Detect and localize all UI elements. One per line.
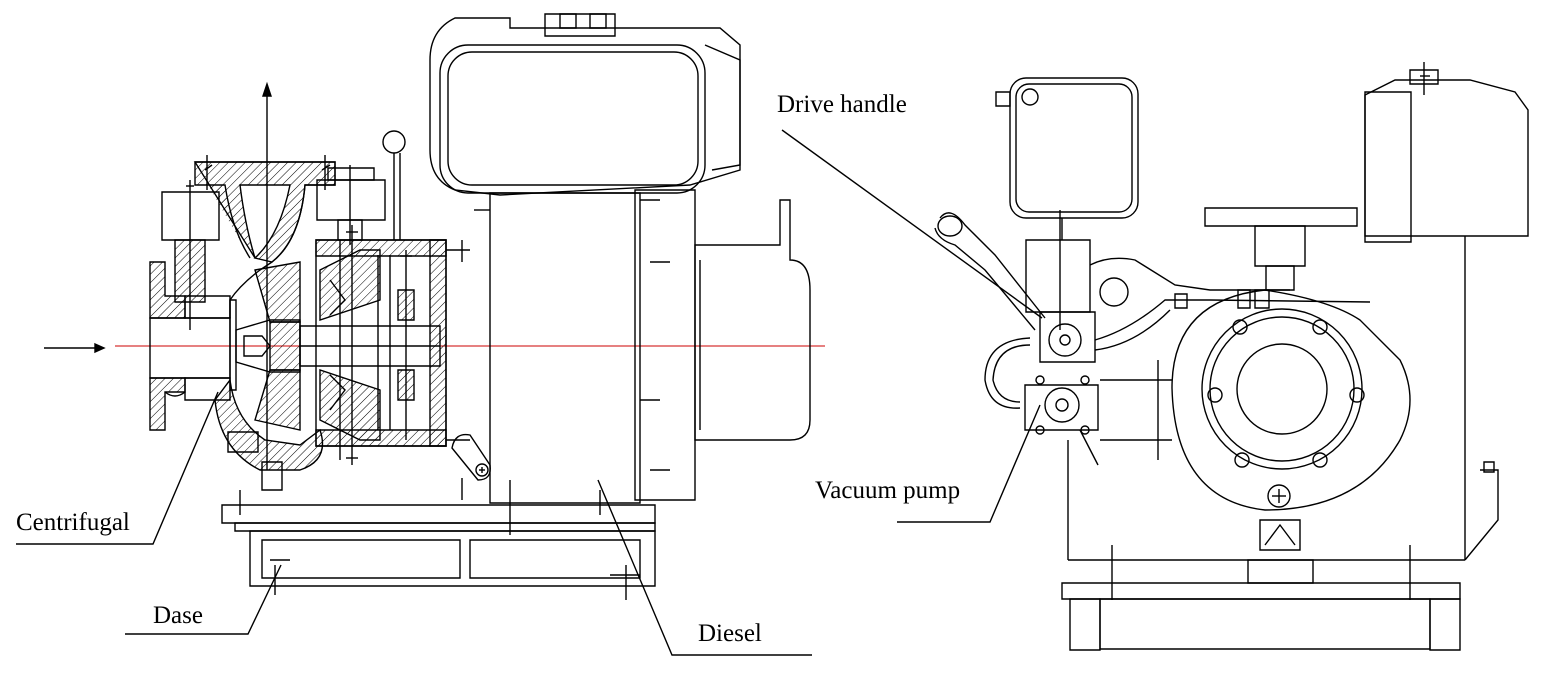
pump-casing-end — [1100, 208, 1410, 550]
volute-casing — [195, 155, 335, 470]
connecting-pipes — [1090, 258, 1370, 350]
label-diesel: Diesel — [698, 620, 762, 647]
end-view-base — [1062, 545, 1460, 650]
left-section-view — [16, 14, 825, 655]
label-drive-handle: Drive handle — [777, 91, 907, 118]
leader-lines — [16, 392, 812, 655]
engine-frame-end — [1068, 236, 1498, 560]
impeller-assembly — [230, 225, 440, 465]
drain-plug-icon — [452, 435, 490, 500]
fuel-tank-left — [996, 78, 1138, 240]
inlet-bolt-block — [162, 180, 219, 330]
base-frame — [222, 432, 655, 600]
vacuum-pump-leader — [897, 405, 1040, 522]
inlet-arrow-icon — [44, 344, 104, 352]
fuel-tank-right — [1365, 62, 1528, 242]
bearing-housing — [316, 240, 470, 446]
label-centrifugal: Centrifugal — [16, 509, 130, 536]
right-end-view — [782, 62, 1528, 650]
vent-valve — [383, 131, 405, 240]
label-dase: Dase — [153, 602, 203, 629]
filler-cap — [317, 165, 385, 245]
diesel-engine-body — [430, 14, 810, 503]
label-vacuum-pump: Vacuum pump — [815, 477, 961, 504]
drive-handle — [782, 130, 1045, 330]
inlet-flange — [150, 262, 230, 430]
vacuum-pump-assembly — [985, 210, 1098, 465]
